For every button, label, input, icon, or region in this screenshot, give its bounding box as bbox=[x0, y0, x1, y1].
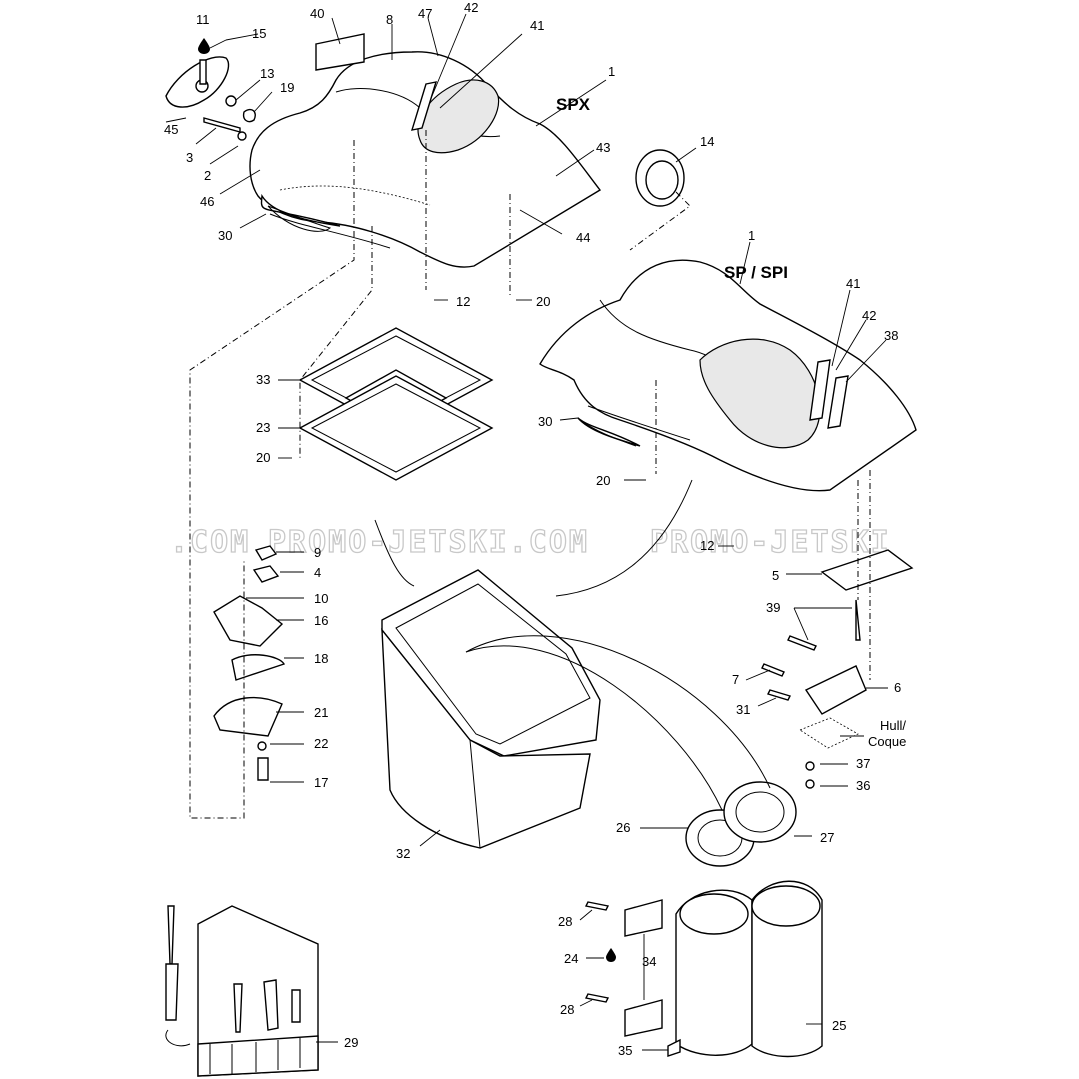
callout-33: 33 bbox=[256, 372, 270, 387]
callout-24: 24 bbox=[564, 951, 578, 966]
callout-2: 2 bbox=[204, 168, 211, 183]
callout-36: 36 bbox=[856, 778, 870, 793]
callout-8: 8 bbox=[386, 12, 393, 27]
callout-41-spx: 41 bbox=[530, 18, 544, 33]
callout-17: 17 bbox=[314, 775, 328, 790]
watermark-right: PROMO-JETSKI bbox=[650, 525, 891, 560]
callout-1-sp: 1 bbox=[748, 228, 755, 243]
oil-drop-icon bbox=[198, 38, 210, 54]
assembly-lines bbox=[189, 130, 871, 819]
latch-assembly bbox=[213, 545, 285, 781]
callout-27: 27 bbox=[820, 830, 834, 845]
callout-14: 14 bbox=[700, 134, 714, 149]
callout-46: 46 bbox=[200, 194, 214, 209]
leader-lines bbox=[165, 13, 888, 1051]
callout-31: 31 bbox=[736, 702, 750, 717]
callout-21: 21 bbox=[314, 705, 328, 720]
callout-44: 44 bbox=[576, 230, 590, 245]
callout-3: 3 bbox=[186, 150, 193, 165]
hull-label-line1: Hull/ bbox=[880, 718, 906, 733]
callout-30-sp: 30 bbox=[538, 414, 552, 429]
callout-34: 34 bbox=[642, 954, 656, 969]
callout-26: 26 bbox=[616, 820, 630, 835]
callout-19: 19 bbox=[280, 80, 294, 95]
callout-35: 35 bbox=[618, 1043, 632, 1058]
callout-numbers: 11 15 13 19 45 3 2 46 40 8 47 42 41 1 43… bbox=[164, 0, 901, 1058]
callout-40: 40 bbox=[310, 6, 324, 21]
callout-13: 13 bbox=[260, 66, 274, 81]
seat-lock-assembly bbox=[165, 38, 256, 141]
cover-parts-26-27 bbox=[685, 781, 797, 867]
callout-20-left: 20 bbox=[256, 450, 270, 465]
callout-4: 4 bbox=[314, 565, 321, 580]
callout-9: 9 bbox=[314, 545, 321, 560]
oil-drop-icon bbox=[606, 948, 616, 962]
twin-container bbox=[584, 880, 823, 1058]
callout-23: 23 bbox=[256, 420, 270, 435]
callout-20-top: 20 bbox=[536, 294, 550, 309]
callout-41-sp: 41 bbox=[846, 276, 860, 291]
watermark: .COM PROMO-JETSKI.COM PROMO-JETSKI bbox=[169, 524, 891, 560]
callout-42-sp: 42 bbox=[862, 308, 876, 323]
callout-15: 15 bbox=[252, 26, 266, 41]
callout-22: 22 bbox=[314, 736, 328, 751]
callout-43: 43 bbox=[596, 140, 610, 155]
callout-12-top: 12 bbox=[456, 294, 470, 309]
callout-32: 32 bbox=[396, 846, 410, 861]
ring-part-14 bbox=[635, 149, 685, 207]
storage-bin bbox=[381, 569, 601, 849]
tool-kit bbox=[165, 905, 319, 1077]
callout-39: 39 bbox=[766, 600, 780, 615]
watermark-middle: PROMO-JETSKI.COM bbox=[268, 525, 589, 560]
callout-38: 38 bbox=[884, 328, 898, 343]
callout-47: 47 bbox=[418, 6, 432, 21]
callout-6: 6 bbox=[894, 680, 901, 695]
frame-parts-33-23 bbox=[298, 327, 494, 481]
callout-10: 10 bbox=[314, 591, 328, 606]
callout-37: 37 bbox=[856, 756, 870, 771]
callout-28-bottom: 28 bbox=[560, 1002, 574, 1017]
callout-45: 45 bbox=[164, 122, 178, 137]
callout-5: 5 bbox=[772, 568, 779, 583]
callout-25: 25 bbox=[832, 1018, 846, 1033]
model-label-sp-spi: SP / SPI bbox=[724, 263, 788, 282]
callout-1-spx: 1 bbox=[608, 64, 615, 79]
watermark-left: .COM bbox=[170, 525, 250, 560]
model-label-spx: SPX bbox=[556, 95, 591, 114]
sp-spi-seat bbox=[539, 259, 917, 492]
hull-label-line2: Coque bbox=[868, 734, 906, 749]
callout-29: 29 bbox=[344, 1035, 358, 1050]
callout-42-spx: 42 bbox=[464, 0, 478, 15]
callout-30-spx: 30 bbox=[218, 228, 232, 243]
callout-18: 18 bbox=[314, 651, 328, 666]
bracket-assembly bbox=[761, 549, 914, 789]
spx-seat bbox=[249, 33, 602, 268]
callout-16: 16 bbox=[314, 613, 328, 628]
callout-28-top: 28 bbox=[558, 914, 572, 929]
callout-20-mid: 20 bbox=[596, 473, 610, 488]
callout-12-right: 12 bbox=[700, 538, 714, 553]
callout-7: 7 bbox=[732, 672, 739, 687]
callout-11: 11 bbox=[196, 12, 210, 27]
